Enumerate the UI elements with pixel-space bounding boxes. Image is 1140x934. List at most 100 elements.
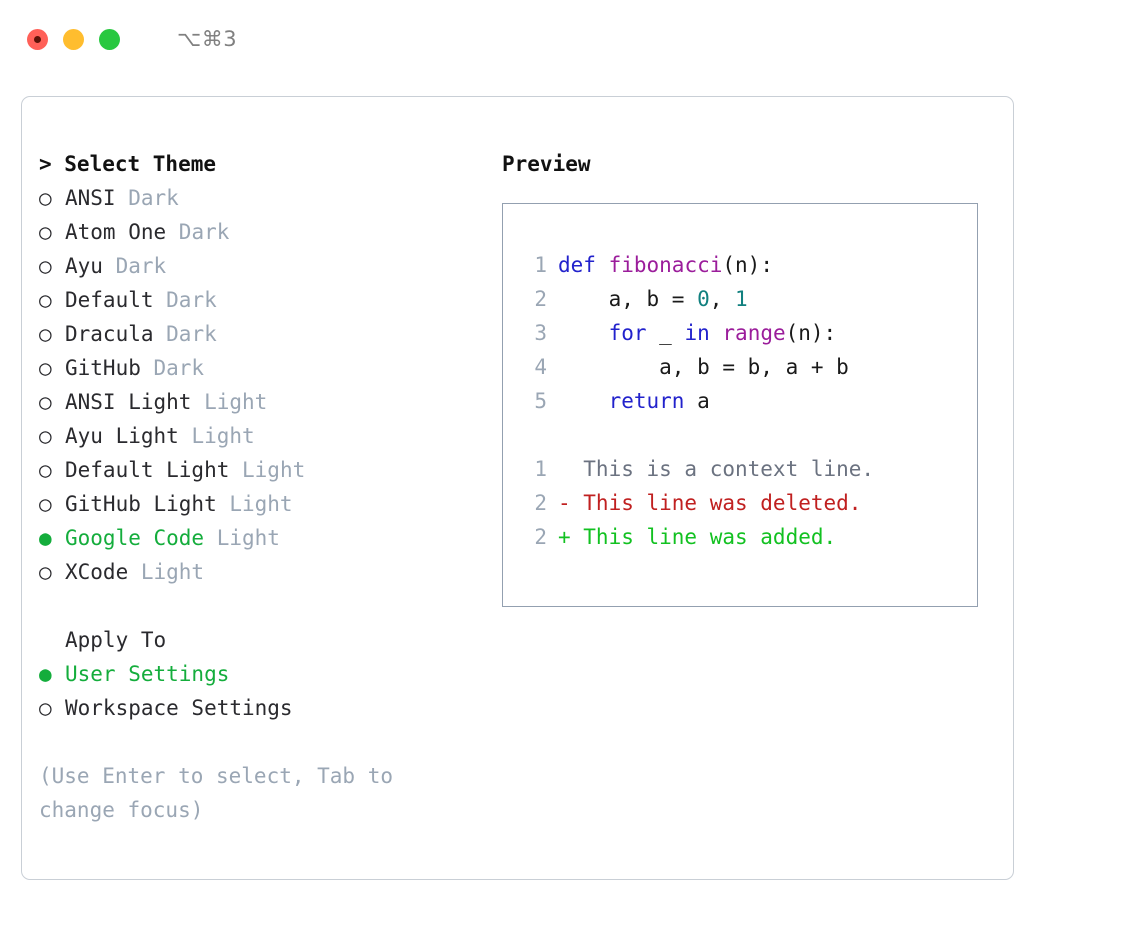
radio-unselected-icon: ○ [39,186,52,210]
traffic-light-group [27,28,120,50]
theme-list-item[interactable]: ○ Ayu Dark [39,249,469,283]
preview-heading: Preview [502,152,591,176]
radio-unselected-icon: ○ [39,220,52,244]
radio-selected-icon: ● [39,662,52,686]
theme-name-label: Atom One [65,220,167,244]
theme-list-item[interactable]: ○ Atom One Dark [39,215,469,249]
theme-variant-label: Light [216,492,293,516]
theme-name-label: Dracula [65,322,154,346]
theme-name-label: GitHub [65,356,141,380]
theme-selector-dialog: > Select Theme ○ANSI Dark○Atom One Dark○… [21,96,1014,880]
radio-unselected-icon: ○ [39,288,52,312]
code-token: 0 [697,287,710,311]
theme-name-label: GitHub Light [65,492,217,516]
diff-line: 2- This line was deleted. [517,486,977,520]
radio-unselected-icon: ○ [39,560,52,584]
diff-line-number: 1 [534,457,547,481]
diff-line: 2 + This line was added. [517,520,977,554]
theme-variant-label: Dark [140,356,205,380]
close-window-button[interactable] [27,28,48,50]
code-token: a, b = [558,287,698,311]
radio-unselected-icon: ○ [39,390,52,414]
diff-sample: 1 This is a context line.2- This line wa… [517,452,977,554]
code-token: range [722,321,786,345]
minimize-window-button[interactable] [63,28,84,50]
theme-name-label: Default [65,288,154,312]
theme-variant-label: Dark [102,254,167,278]
theme-list-item[interactable]: ●Google Code Light [39,521,469,555]
code-token: fibonacci [608,253,723,277]
radio-unselected-icon: ○ [39,356,52,380]
theme-name-label: Google Code [65,526,205,550]
theme-variant-label: Dark [166,220,230,244]
code-token: return [608,389,685,413]
code-line-number: 3 [534,321,547,345]
theme-name-label: ANSI [65,186,116,210]
theme-variant-label: Dark [115,186,179,210]
theme-variant-label: Light [128,560,205,584]
code-token [710,321,723,345]
radio-unselected-icon: ○ [39,424,52,448]
theme-picker-heading: > Select Theme [39,152,217,176]
code-line: 5 return a [517,384,977,418]
theme-list-item[interactable]: ○ Dracula Dark [39,317,469,351]
theme-list-item[interactable]: ○ GitHub Light Light [39,487,469,521]
diff-line-number: 2 [534,525,547,549]
code-line-number: 4 [534,355,547,379]
radio-unselected-icon: ○ [39,322,52,346]
radio-unselected-icon: ○ [39,254,52,278]
code-token: def [558,253,596,277]
theme-list-item[interactable]: ○ ANSI Dark [39,181,469,215]
code-token: for [608,321,647,345]
code-token: (n): [785,321,837,345]
code-token: , [709,287,736,311]
code-line: 1 def fibonacci(n): [517,248,977,282]
apply-to-list[interactable]: ● User Settings ○ Workspace Settings [39,657,469,725]
theme-list-item[interactable]: ○Default Dark [39,283,469,317]
code-token: a [684,389,710,413]
apply-to-label: Workspace Settings [65,696,293,720]
help-text: (Use Enter to select, Tab to change focu… [39,764,406,822]
code-token [558,321,609,345]
theme-picker-panel: > Select Theme ○ANSI Dark○Atom One Dark○… [39,147,469,827]
theme-name-label: ANSI Light [65,390,192,414]
diff-line-text: This is a context line. [558,457,875,481]
apply-to-list-item[interactable]: ○ Workspace Settings [39,691,469,725]
code-line-number: 1 [534,253,547,277]
code-token: (n): [722,253,773,277]
apply-to-list-item[interactable]: ● User Settings [39,657,469,691]
code-token [558,389,609,413]
window-titlebar: ⌥⌘3 [0,0,1140,78]
theme-variant-label: Dark [153,322,217,346]
maximize-window-button[interactable] [99,28,120,50]
apply-to-label: User Settings [65,662,230,686]
theme-name-label: XCode [65,560,129,584]
theme-list-item[interactable]: ○Default Light Light [39,453,469,487]
radio-unselected-icon: ○ [39,492,52,516]
diff-line-text: + This line was added. [558,525,837,549]
theme-list-item[interactable]: ○ANSI Light Light [39,385,469,419]
code-line-number: 2 [534,287,547,311]
radio-unselected-icon: ○ [39,458,52,482]
keyboard-shortcut-label: ⌥⌘3 [177,27,238,51]
diff-line: 1 This is a context line. [517,452,977,486]
theme-list-item[interactable]: ○ GitHub Dark [39,351,469,385]
theme-variant-label: Light [178,424,255,448]
code-line-number: 5 [534,389,547,413]
theme-list-item[interactable]: ○ XCode Light [39,555,469,589]
code-token [596,253,609,277]
code-token: in [684,321,710,345]
code-token: 1 [735,287,748,311]
code-token: _ [646,321,685,345]
apply-to-heading: Apply To [65,628,167,652]
code-line: 3 for _ in range(n): [517,316,977,350]
theme-list-item[interactable]: ○Ayu Light Light [39,419,469,453]
theme-list[interactable]: ○ANSI Dark○Atom One Dark○Ayu Dark○Defaul… [39,181,469,589]
code-token: a, b = b, a + b [558,355,849,379]
theme-name-label: Ayu [65,254,103,278]
code-diff-spacer [517,418,977,452]
radio-unselected-icon: ○ [39,696,52,720]
